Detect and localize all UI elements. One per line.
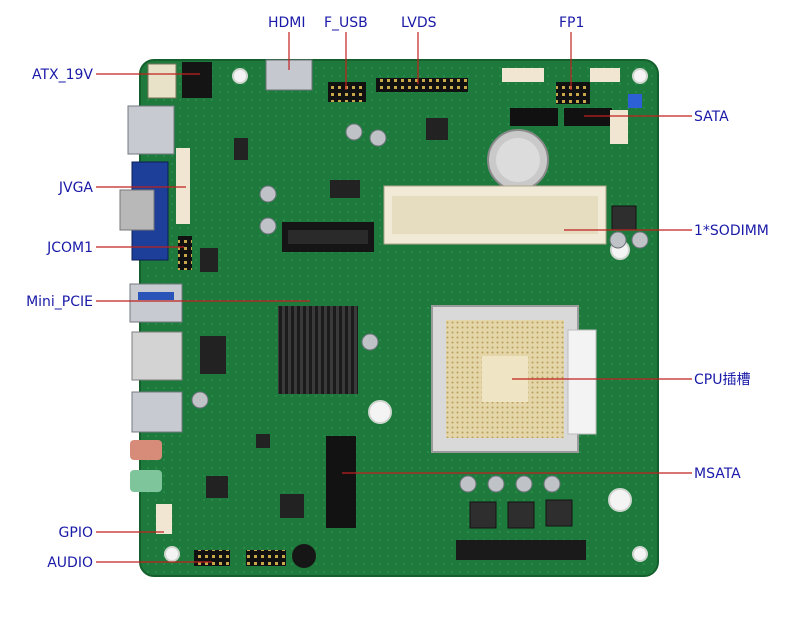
capacitors xyxy=(191,123,649,493)
fp1-header xyxy=(556,82,590,104)
label-sata: SATA xyxy=(694,109,729,125)
jcom1-header xyxy=(178,236,192,270)
atx-connector xyxy=(182,62,212,98)
label-msata: MSATA xyxy=(694,466,741,482)
usb-stack-bottom xyxy=(131,391,183,433)
audio-jack-green xyxy=(130,470,162,492)
label-f-usb: F_USB xyxy=(324,15,368,31)
ic-chips xyxy=(200,118,448,518)
sata-port-2 xyxy=(564,108,612,126)
label-mini-pcie: Mini_PCIE xyxy=(26,294,93,310)
inductors xyxy=(469,205,637,529)
gpio-header xyxy=(246,550,286,566)
label-fp1: FP1 xyxy=(559,15,585,31)
usb-stack-top xyxy=(127,105,175,155)
leader-lines xyxy=(96,32,692,563)
label-jcom1: JCOM1 xyxy=(47,240,93,256)
label-cpu: CPU插槽 xyxy=(694,372,751,388)
label-gpio: GPIO xyxy=(58,525,93,541)
heatsink xyxy=(278,306,358,394)
label-jvga: JVGA xyxy=(58,180,93,196)
f-usb-header xyxy=(328,82,366,102)
label-sodimm: 1*SODIMM xyxy=(694,223,769,239)
gpio-white-connector xyxy=(156,504,172,534)
jvga-header xyxy=(176,148,190,224)
rj45-port xyxy=(131,331,183,381)
sata-port-1 xyxy=(510,108,558,126)
label-lvds: LVDS xyxy=(401,15,437,31)
usb3-port xyxy=(129,283,183,323)
power-jack xyxy=(147,63,177,99)
label-atx: ATX_19V xyxy=(31,67,93,83)
label-audio: AUDIO xyxy=(47,555,93,571)
audio-jack-red xyxy=(130,440,162,460)
pcb-board xyxy=(140,60,658,576)
white-connector-1 xyxy=(502,68,544,82)
buzzer xyxy=(292,544,316,568)
white-connector-2 xyxy=(590,68,620,82)
audio-header xyxy=(194,550,230,566)
label-hdmi: HDMI xyxy=(268,15,306,31)
msata-slot xyxy=(326,436,356,528)
lvds-header xyxy=(376,78,468,92)
